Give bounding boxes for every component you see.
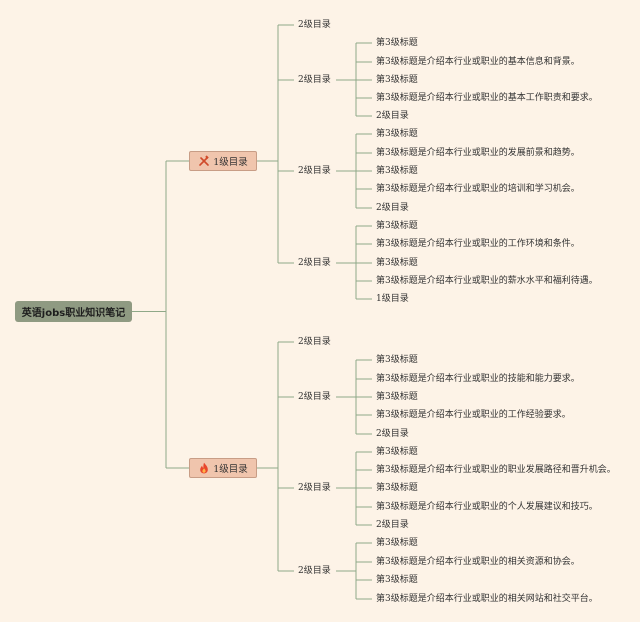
branch-label: 1级目录: [213, 157, 248, 168]
level3-node[interactable]: 第3级标题: [376, 166, 418, 176]
level3-node[interactable]: 第3级标题是介绍本行业或职业的职业发展路径和晋升机会。: [376, 465, 616, 475]
level3-node[interactable]: 第3级标题: [376, 129, 418, 139]
level3-node[interactable]: 2级目录: [376, 429, 409, 439]
level2-node[interactable]: 2级目录: [298, 166, 331, 176]
crossed-tools-icon: [198, 155, 210, 167]
level2-node[interactable]: 2级目录: [298, 75, 331, 85]
level3-node[interactable]: 第3级标题: [376, 538, 418, 548]
level3-node[interactable]: 第3级标题是介绍本行业或职业的相关网站和社交平台。: [376, 594, 598, 604]
level3-node[interactable]: 第3级标题: [376, 75, 418, 85]
level2-node[interactable]: 2级目录: [298, 483, 331, 493]
level3-node[interactable]: 第3级标题是介绍本行业或职业的个人发展建议和技巧。: [376, 502, 598, 512]
branch-node-top[interactable]: 1级目录: [189, 151, 257, 171]
level2-node[interactable]: 2级目录: [298, 566, 331, 576]
root-node[interactable]: 英语jobs职业知识笔记: [15, 301, 132, 322]
level2-node[interactable]: 2级目录: [298, 337, 331, 347]
level3-node[interactable]: 1级目录: [376, 294, 409, 304]
branch-node-bottom[interactable]: 1级目录: [189, 458, 257, 478]
fire-icon: [198, 462, 210, 474]
level3-node[interactable]: 第3级标题是介绍本行业或职业的工作经验要求。: [376, 410, 571, 420]
level3-node[interactable]: 第3级标题: [376, 258, 418, 268]
level3-node[interactable]: 2级目录: [376, 111, 409, 121]
level3-node[interactable]: 第3级标题是介绍本行业或职业的薪水水平和福利待遇。: [376, 276, 598, 286]
level3-node[interactable]: 2级目录: [376, 203, 409, 213]
level3-node[interactable]: 第3级标题是介绍本行业或职业的基本工作职责和要求。: [376, 93, 598, 103]
level3-node[interactable]: 第3级标题是介绍本行业或职业的技能和能力要求。: [376, 374, 580, 384]
level3-node[interactable]: 第3级标题: [376, 221, 418, 231]
level3-node[interactable]: 第3级标题是介绍本行业或职业的基本信息和背景。: [376, 57, 580, 67]
level3-node[interactable]: 第3级标题: [376, 575, 418, 585]
level3-node[interactable]: 第3级标题: [376, 483, 418, 493]
level3-node[interactable]: 第3级标题是介绍本行业或职业的发展前景和趋势。: [376, 148, 580, 158]
level2-node[interactable]: 2级目录: [298, 20, 331, 30]
level3-node[interactable]: 第3级标题: [376, 392, 418, 402]
level2-node[interactable]: 2级目录: [298, 392, 331, 402]
level3-node[interactable]: 第3级标题是介绍本行业或职业的工作环境和条件。: [376, 239, 580, 249]
level2-node[interactable]: 2级目录: [298, 258, 331, 268]
level3-node[interactable]: 第3级标题是介绍本行业或职业的培训和学习机会。: [376, 184, 580, 194]
level3-node[interactable]: 第3级标题是介绍本行业或职业的相关资源和协会。: [376, 557, 580, 567]
level3-node[interactable]: 第3级标题: [376, 447, 418, 457]
level3-node[interactable]: 2级目录: [376, 520, 409, 530]
level3-node[interactable]: 第3级标题: [376, 355, 418, 365]
branch-label: 1级目录: [213, 464, 248, 475]
level3-node[interactable]: 第3级标题: [376, 38, 418, 48]
